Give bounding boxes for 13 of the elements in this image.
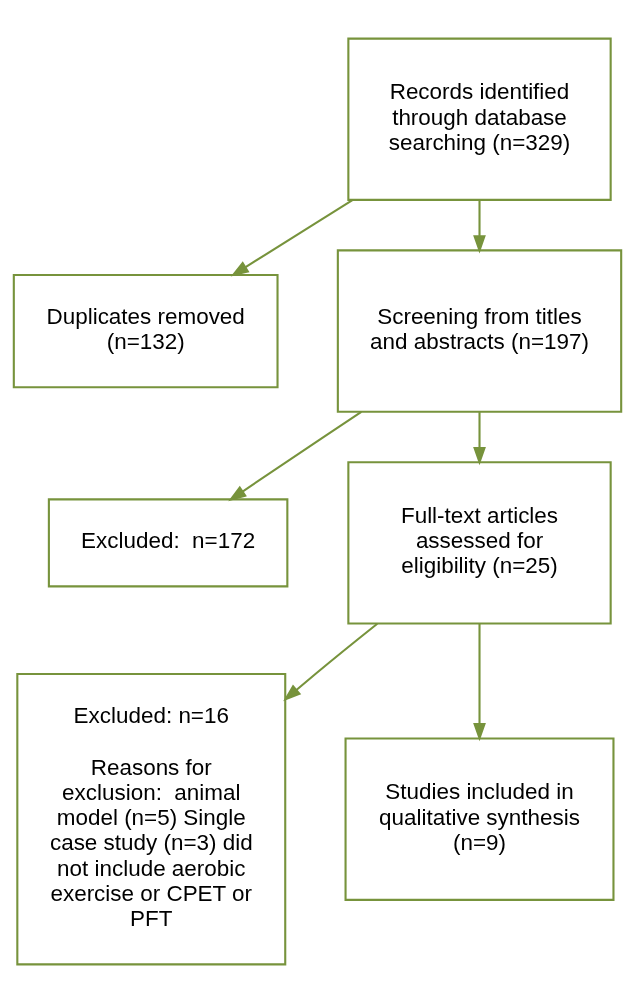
- node-box: Duplicates removed (n=132): [12, 273, 279, 389]
- node-box: Studies included in qualitative synthesis (n=9): [344, 737, 615, 901]
- node-box: Screening from titles and abstracts (n=197): [336, 249, 623, 413]
- node-box: Excluded: n=16 Reasons for exclusion: animal model (n=5) Single case study (n=3) did not include aerobic exercise or CPET or PFT: [16, 673, 287, 966]
- node-box: Records identified through database searching (n=329): [347, 37, 612, 201]
- node-box: Excluded: n=172: [47, 498, 289, 588]
- arrow: [473, 200, 486, 254]
- arrow: [473, 623, 486, 742]
- arrow: [230, 199, 354, 277]
- arrow: [283, 622, 378, 702]
- arrow: [473, 412, 486, 466]
- node-box: Full-text articles assessed for eligibility (n=25): [347, 461, 612, 625]
- arrow: [228, 410, 362, 502]
